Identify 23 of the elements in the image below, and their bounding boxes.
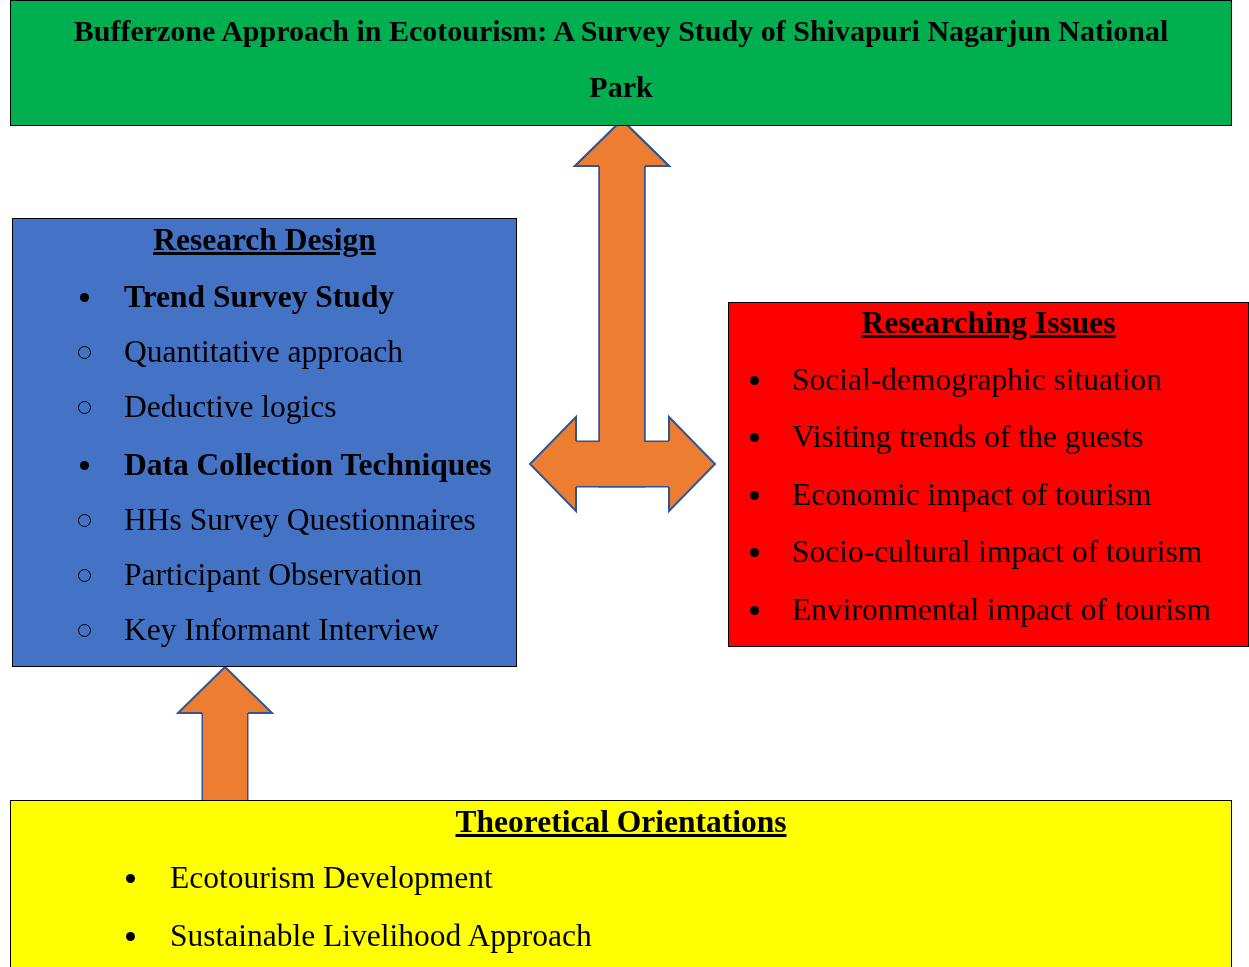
title-text: Bufferzone Approach in Ecotourism: A Survey Study of Shivapuri Nagarjun National Park bbox=[72, 13, 1170, 105]
heading-text: Theoretical Orientations bbox=[454, 804, 788, 840]
list-item: Economic impact of tourism bbox=[792, 477, 1152, 513]
list-item: Key Informant Interview bbox=[124, 612, 439, 648]
list-item: Socio-cultural impact of tourism bbox=[792, 534, 1203, 570]
list-item: Data Collection Techniques bbox=[124, 447, 492, 483]
list-item: Participant Observation bbox=[124, 557, 423, 593]
block-arrow bbox=[177, 666, 273, 800]
heading-text: Research Design bbox=[152, 222, 377, 258]
content-box bbox=[10, 800, 1232, 967]
list-item: Quantitative approach bbox=[124, 334, 403, 370]
list-item: Ecotourism Development bbox=[170, 860, 493, 896]
content-box bbox=[10, 0, 1232, 126]
list-item: Trend Survey Study bbox=[124, 279, 395, 315]
list-item: Environmental impact of tourism bbox=[792, 592, 1212, 628]
list-item: Deductive logics bbox=[124, 389, 337, 425]
content-box bbox=[12, 218, 517, 667]
list-item: HHs Survey Questionnaires bbox=[124, 502, 476, 538]
list-item: Sustainable Livelihood Approach bbox=[170, 918, 592, 954]
heading-text: Researching Issues bbox=[860, 305, 1117, 341]
list-item: Social-demographic situation bbox=[792, 362, 1163, 398]
list-item: Visiting trends of the guests bbox=[792, 419, 1144, 455]
content-box bbox=[728, 302, 1249, 647]
